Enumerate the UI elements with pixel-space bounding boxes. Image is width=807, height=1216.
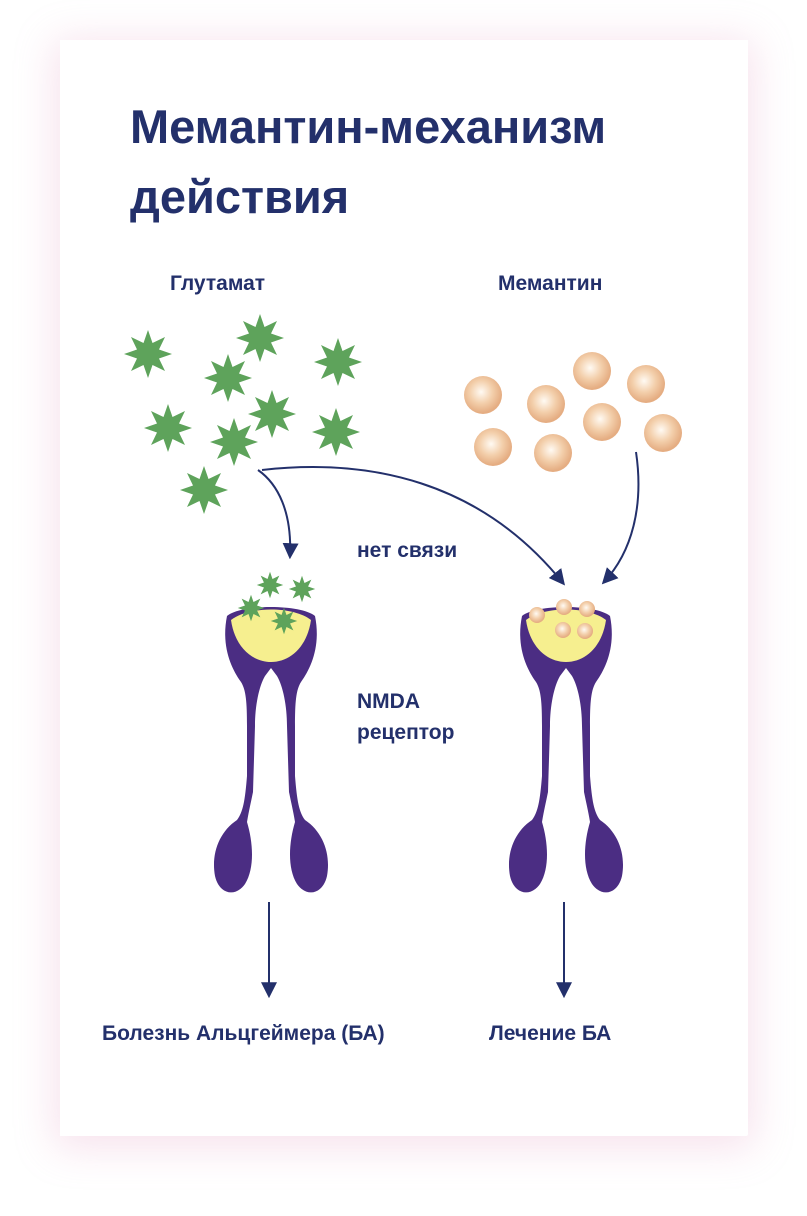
nmda-label-line2: рецептор [357,721,455,744]
glutamate-star [180,466,228,514]
memantine-label: Мемантин [498,272,603,295]
bound-memantine [529,599,595,639]
memantine-ball [579,601,595,617]
glutamate-molecules [124,314,362,514]
memantine-ball [583,403,621,441]
memantine-ball [464,376,502,414]
memantine-ball [644,414,682,452]
glutamate-star [124,330,172,378]
glutamate-star [312,408,360,456]
no-binding-label: нет связи [357,539,458,562]
memantine-ball [529,607,545,623]
nmda-receptor-right [508,607,624,893]
glutamate-star [314,338,362,386]
memantine-molecules [464,352,682,472]
memantine-to-receptor-arrow [601,451,640,585]
glutamate-star [237,594,265,622]
page-title: Мемантин-механизм действия [130,100,607,223]
memantine-ball [555,622,571,638]
nmda-label-line1: NMDA [357,690,420,713]
glutamate-star [270,607,298,635]
glutamate-label: Глутамат [170,272,266,295]
outcome-left-label: Болезнь Альцгеймера (БА) [102,1022,385,1045]
memantine-ball [474,428,512,466]
memantine-ball [556,599,572,615]
outcome-right-label: Лечение БА [489,1022,612,1045]
glutamate-star [204,354,252,402]
glutamate-star [288,575,316,603]
memantine-ball [527,385,565,423]
glutamate-star [144,404,192,452]
glutamate-star [236,314,284,362]
glutamate-star [210,418,258,466]
memantine-ball [573,352,611,390]
arrows [257,451,640,999]
glutamate-star [248,390,296,438]
glutamate-no-binding-arrow [261,466,566,586]
memantine-ball [627,365,665,403]
nmda-receptor-left [213,607,329,893]
memantine-ball [534,434,572,472]
memantine-ball [577,623,593,639]
infographic-card [60,40,748,1136]
glutamate-to-receptor-arrow [257,469,299,560]
glutamate-star [256,571,284,599]
